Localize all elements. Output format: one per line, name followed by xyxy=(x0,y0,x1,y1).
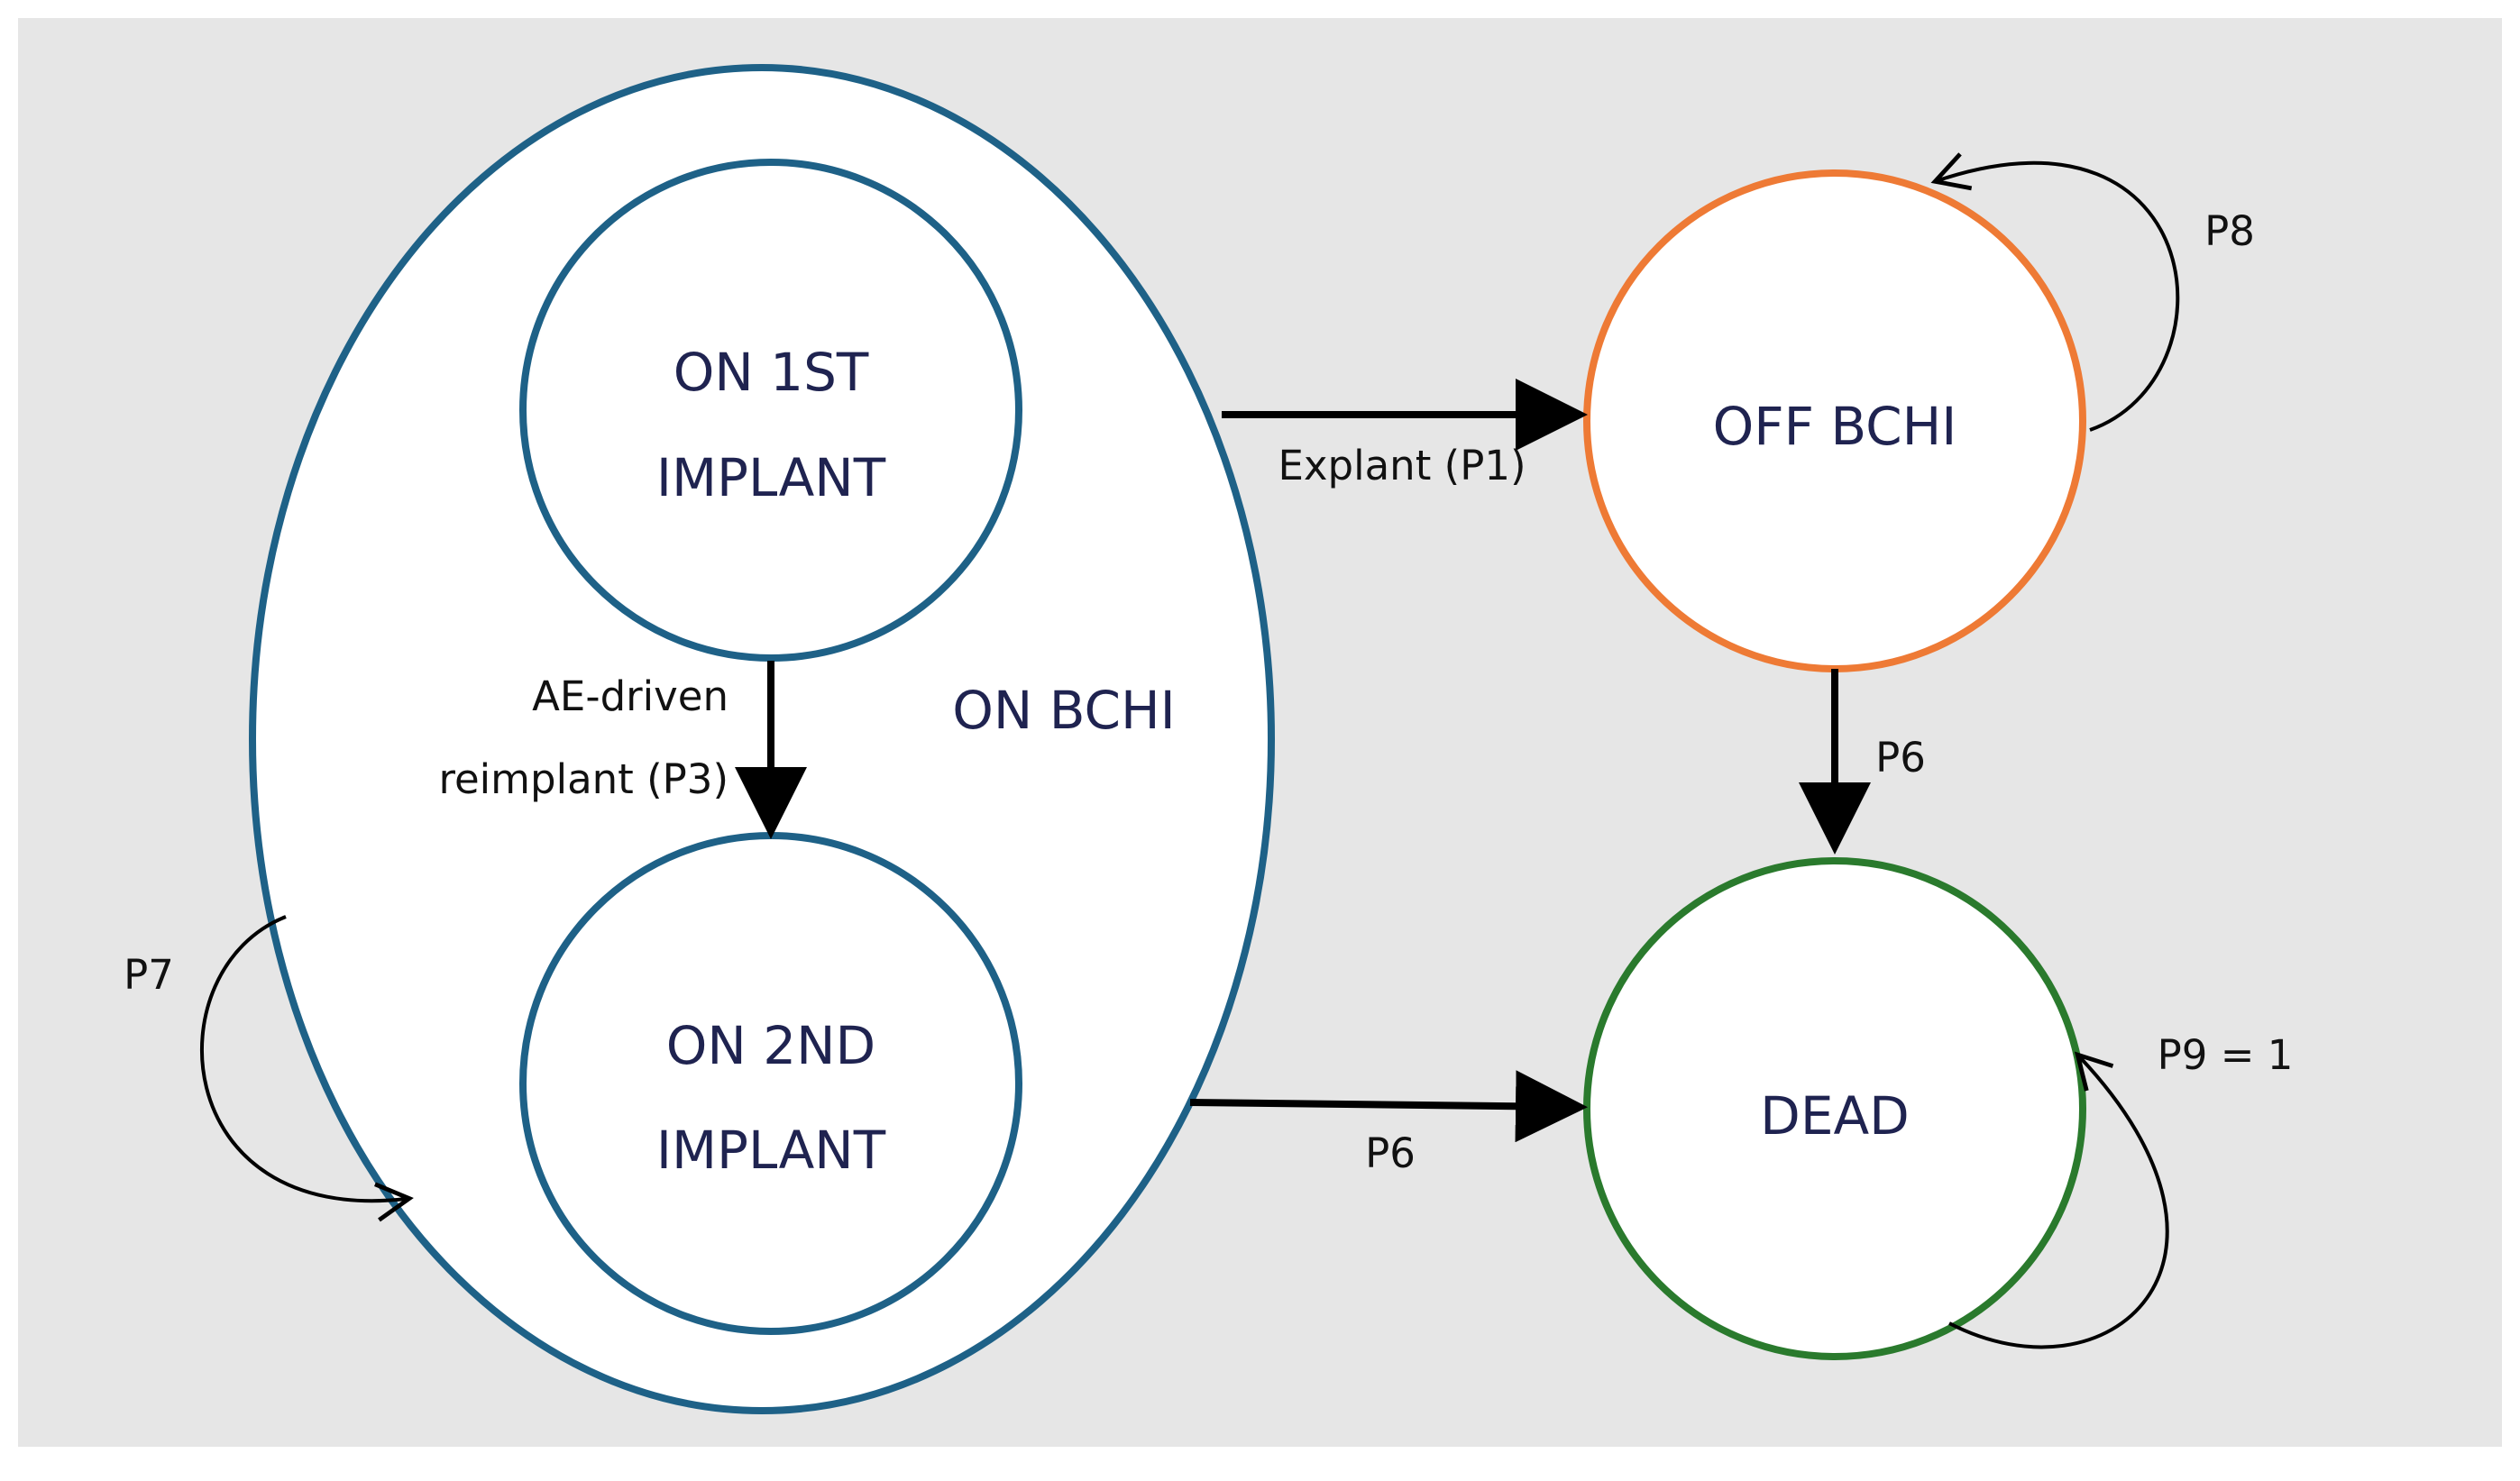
dead-label: DEAD xyxy=(1760,1085,1910,1147)
on-to-dead-arrow xyxy=(1189,1070,1588,1143)
loop-dead-label: P9 = 1 xyxy=(2158,1031,2294,1079)
on-second-implant-label-line1: ON 2ND xyxy=(666,1015,875,1076)
reimplant-label-line1: AE-driven xyxy=(532,672,729,720)
loop-on-bchi-arrow xyxy=(199,915,414,1222)
loop-off-bchi-arrow xyxy=(1930,152,2180,432)
on-first-implant-label-line1: ON 1ST xyxy=(674,342,869,403)
on-second-implant-label-line2: IMPLANT xyxy=(656,1120,886,1181)
on-first-implant-state xyxy=(519,159,1022,662)
loop-dead-arrow xyxy=(1948,1051,2169,1349)
on-bchi-label: ON BCHI xyxy=(952,680,1175,741)
reimplant-label-line2: reimplant (P3) xyxy=(438,755,729,803)
loop-off-bchi-label: P8 xyxy=(2204,207,2255,255)
on-to-dead-label: P6 xyxy=(1365,1129,1416,1177)
explant-label: Explant (P1) xyxy=(1278,442,1526,489)
on-first-implant-label-line2: IMPLANT xyxy=(656,447,886,508)
loop-on-bchi-label: P7 xyxy=(124,951,174,999)
off-bchi-label: OFF BCHI xyxy=(1713,396,1957,457)
off-to-dead-label: P6 xyxy=(1875,734,1926,782)
on-second-implant-state xyxy=(519,832,1022,1335)
